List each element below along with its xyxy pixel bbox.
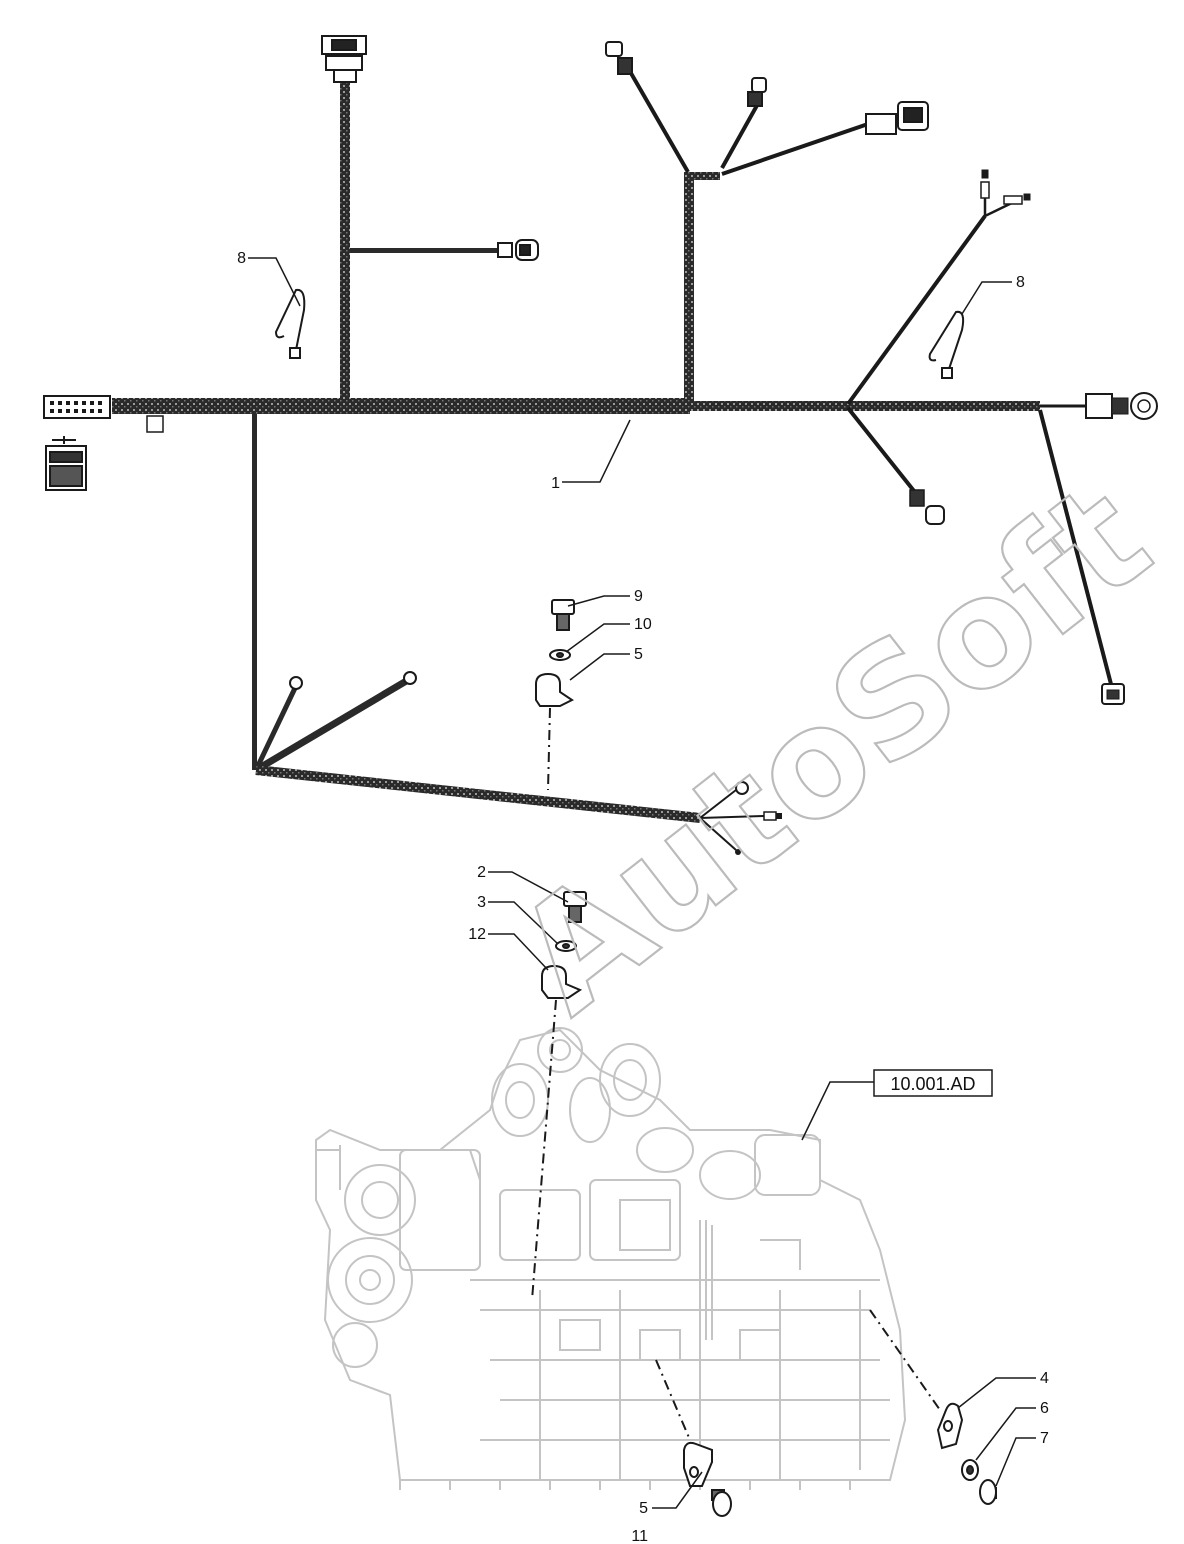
callout-harness: 1 (551, 475, 560, 492)
main-connector (43, 395, 111, 419)
callout-tie-right: 8 (1016, 274, 1025, 291)
callout-screw-top: 9 (634, 588, 643, 605)
mating-connector (45, 436, 87, 491)
callout-tie-left: 8 (237, 250, 246, 267)
hardware-bottom (655, 1359, 732, 1517)
upper-left-branch (321, 35, 539, 400)
top-connector (321, 35, 367, 83)
engine-outline (315, 1027, 907, 1490)
callouts: 1 8 8 9 10 5 2 3 12 4 6 7 5 11 (237, 250, 1049, 1544)
callout-washer-right: 6 (1040, 1400, 1049, 1417)
callout-screw-bottom: 11 (631, 1528, 648, 1544)
lower-left-branch (252, 414, 782, 855)
upper-middle-branch (605, 41, 929, 402)
hardware-right (869, 1309, 997, 1505)
cable-tie-right (928, 310, 965, 379)
right-branches (846, 169, 1158, 705)
callout-clip-right: 4 (1040, 1370, 1049, 1387)
callout-clip-bottom: 5 (639, 1500, 648, 1517)
main-harness (43, 395, 1040, 491)
callout-screw-lower: 2 (477, 864, 486, 881)
leader-lines (248, 257, 1036, 1509)
callout-screw-right: 7 (1040, 1430, 1049, 1447)
callout-clip-top: 5 (634, 646, 643, 663)
watermark: AutoSoft (486, 451, 1181, 1047)
callout-washer-top: 10 (634, 616, 652, 633)
reference-label: 10.001.AD (890, 1074, 975, 1094)
cable-tie-left (274, 288, 306, 359)
hardware-lower (531, 891, 587, 1301)
callout-clip-lower: 12 (468, 926, 486, 943)
hardware-top (535, 599, 575, 791)
reference-box[interactable]: 10.001.AD (873, 1069, 993, 1097)
callout-washer-lower: 3 (477, 894, 486, 911)
